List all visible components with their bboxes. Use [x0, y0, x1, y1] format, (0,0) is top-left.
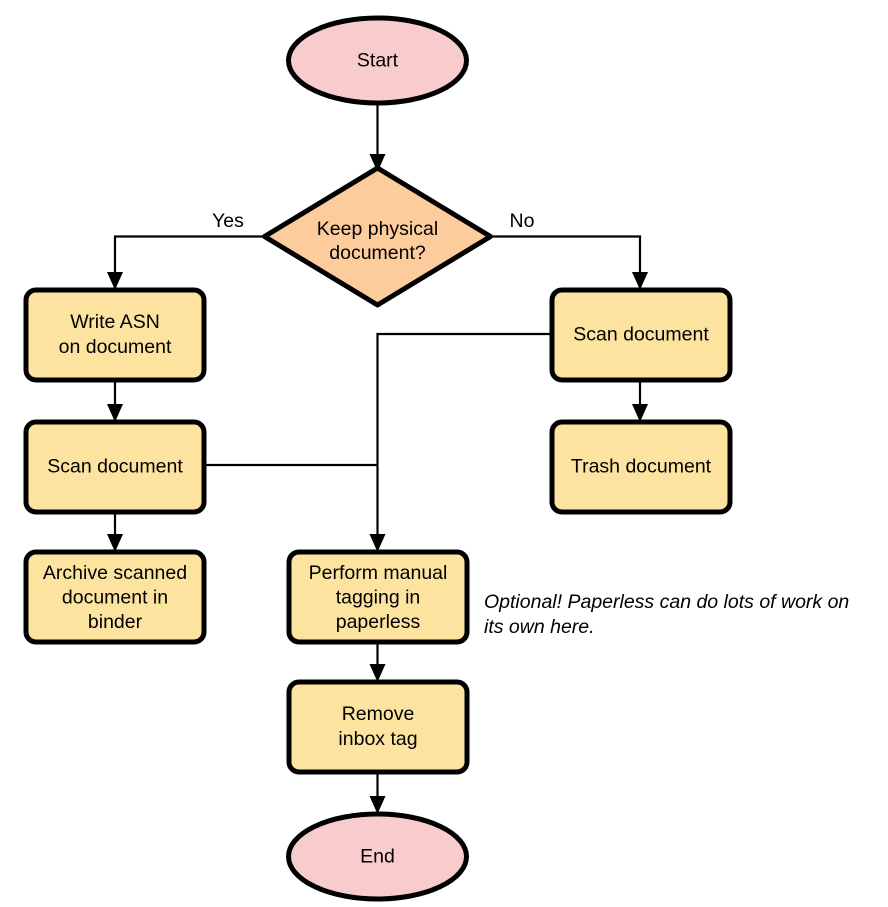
node-scan-document-left-label: Scan document: [47, 456, 183, 478]
process-box-shape[interactable]: [286, 679, 470, 775]
edge-write-asn-to-scan-document-left: [107, 380, 123, 422]
node-trash-document[interactable]: Trash document: [549, 419, 733, 515]
node-trash-document-label: Trash document: [571, 456, 712, 478]
edge-tagging-to-remove-inbox: [369, 642, 386, 682]
node-archive-label-line1: Archive scanned: [43, 562, 187, 584]
node-end[interactable]: End: [286, 811, 469, 902]
arrowhead-icon: [369, 796, 386, 814]
process-box-shape[interactable]: [549, 287, 733, 383]
arrowhead-icon: [107, 272, 123, 290]
process-box-shape[interactable]: [23, 549, 207, 645]
node-decision-keep-physical-document[interactable]: Keep physical document?: [262, 165, 493, 308]
optional-note-line2: its own here.: [484, 616, 595, 638]
start-terminator-shape[interactable]: [286, 15, 469, 106]
node-scan-document-right-label: Scan document: [573, 324, 709, 346]
node-tagging-label-line2: tagging in: [336, 587, 421, 609]
node-start[interactable]: Start: [286, 15, 469, 106]
node-archive-scanned-document-in-binder[interactable]: Archive scanned document in binder: [23, 549, 207, 645]
arrowhead-icon: [369, 154, 386, 172]
node-remove-inbox-label-line1: Remove: [342, 703, 415, 725]
edge-decision-yes-to-write-asn: Yes: [107, 210, 264, 290]
edge-line: [376, 332, 552, 540]
process-box-shape[interactable]: [23, 419, 207, 515]
edge-start-to-decision: [369, 103, 386, 172]
arrowhead-icon: [632, 272, 648, 290]
edge-remove-inbox-to-end: [369, 772, 386, 814]
arrowhead-icon: [107, 534, 123, 552]
node-remove-inbox-tag[interactable]: Remove inbox tag: [286, 679, 470, 775]
process-box-shape[interactable]: [23, 287, 207, 383]
edge-scan-document-left-to-archive: [107, 512, 123, 552]
edge-scan-document-right-to-trash: [632, 380, 648, 422]
node-remove-inbox-label-line2: inbox tag: [338, 728, 417, 750]
optional-note-line1: Optional! Paperless can do lots of work …: [484, 591, 849, 613]
arrowhead-icon: [369, 664, 386, 682]
node-decision-label-line2: document?: [329, 242, 426, 264]
annotation-optional-note: Optional! Paperless can do lots of work …: [484, 591, 849, 638]
edge-line: [113, 235, 264, 278]
process-box-shape[interactable]: [286, 549, 470, 645]
node-end-label: End: [360, 846, 395, 868]
node-archive-label-line2: document in: [62, 587, 168, 609]
node-perform-manual-tagging-in-paperless[interactable]: Perform manual tagging in paperless: [286, 549, 470, 645]
edge-decision-no-to-scan-document-right: No: [491, 210, 648, 290]
process-box-shape[interactable]: [549, 419, 733, 515]
edge-scan-document-right-to-tagging: [369, 332, 552, 552]
node-archive-label-line3: binder: [88, 611, 143, 633]
node-write-asn-label-line1: Write ASN: [70, 311, 160, 333]
node-tagging-label-line3: paperless: [336, 611, 421, 633]
node-write-asn-on-document[interactable]: Write ASN on document: [23, 287, 207, 383]
arrowhead-icon: [107, 404, 123, 422]
node-scan-document-right[interactable]: Scan document: [549, 287, 733, 383]
node-decision-label-line1: Keep physical: [317, 218, 438, 240]
edge-label-yes: Yes: [212, 210, 244, 232]
node-tagging-label-line1: Perform manual: [309, 562, 448, 584]
arrowhead-icon: [369, 534, 386, 552]
end-terminator-shape[interactable]: [286, 811, 469, 902]
decision-diamond-shape[interactable]: [262, 165, 493, 308]
arrowhead-icon: [632, 404, 648, 422]
node-start-label: Start: [357, 50, 399, 72]
edge-line: [491, 235, 642, 278]
node-scan-document-left[interactable]: Scan document: [23, 419, 207, 515]
node-write-asn-label-line2: on document: [59, 336, 172, 358]
edge-label-no: No: [510, 210, 535, 232]
